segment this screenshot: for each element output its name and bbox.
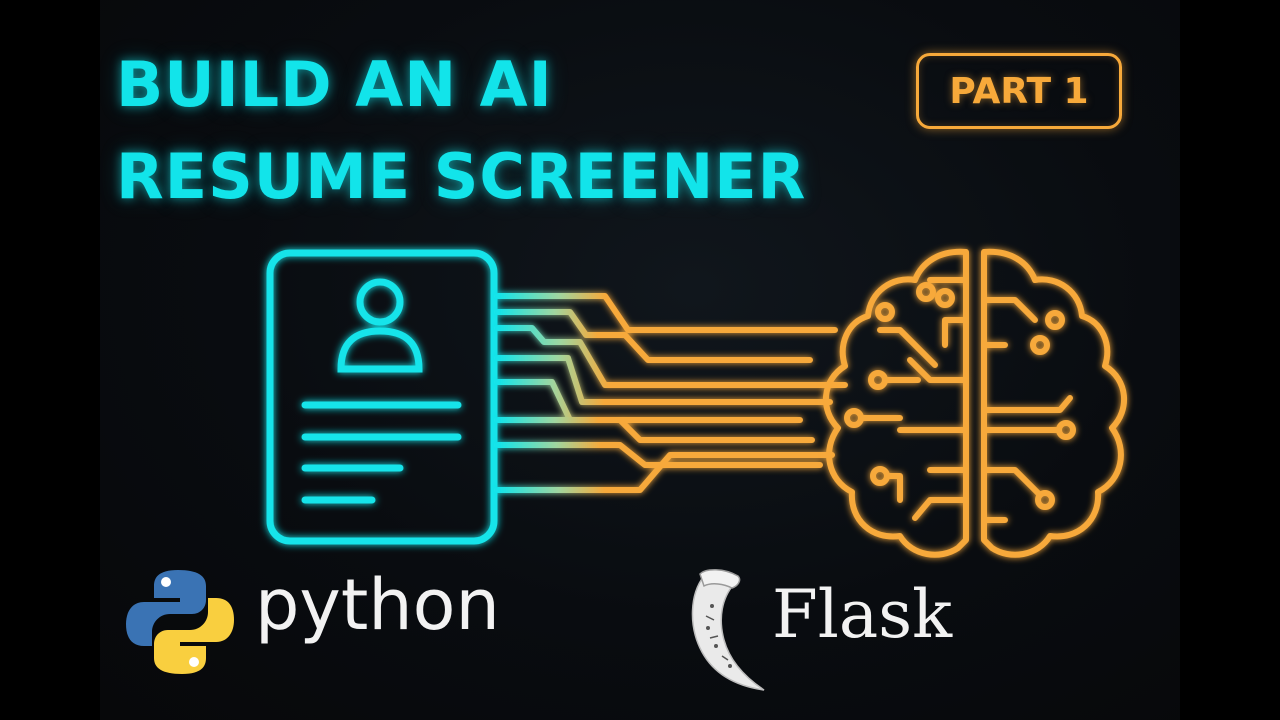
brain-circuit-icon xyxy=(823,248,1127,558)
person-head xyxy=(356,278,404,326)
resume-to-brain-illustration xyxy=(266,248,1127,558)
resume-document-icon xyxy=(266,249,498,545)
python-logo-icon xyxy=(126,570,234,674)
part-badge-label: PART 1 xyxy=(949,70,1089,112)
part-badge: PART 1 xyxy=(916,53,1122,129)
flask-horn-icon xyxy=(691,569,765,691)
person-shoulders xyxy=(337,327,423,373)
thumbnail-canvas: BUILD AN AI RESUME SCREENER PART 1 xyxy=(100,0,1180,720)
connector-wires xyxy=(495,293,848,515)
title-line-2: RESUME SCREENER xyxy=(116,140,807,213)
python-wordmark: python xyxy=(255,564,500,646)
title-line-1: BUILD AN AI xyxy=(116,48,553,121)
flask-wordmark: Flask xyxy=(772,576,953,653)
